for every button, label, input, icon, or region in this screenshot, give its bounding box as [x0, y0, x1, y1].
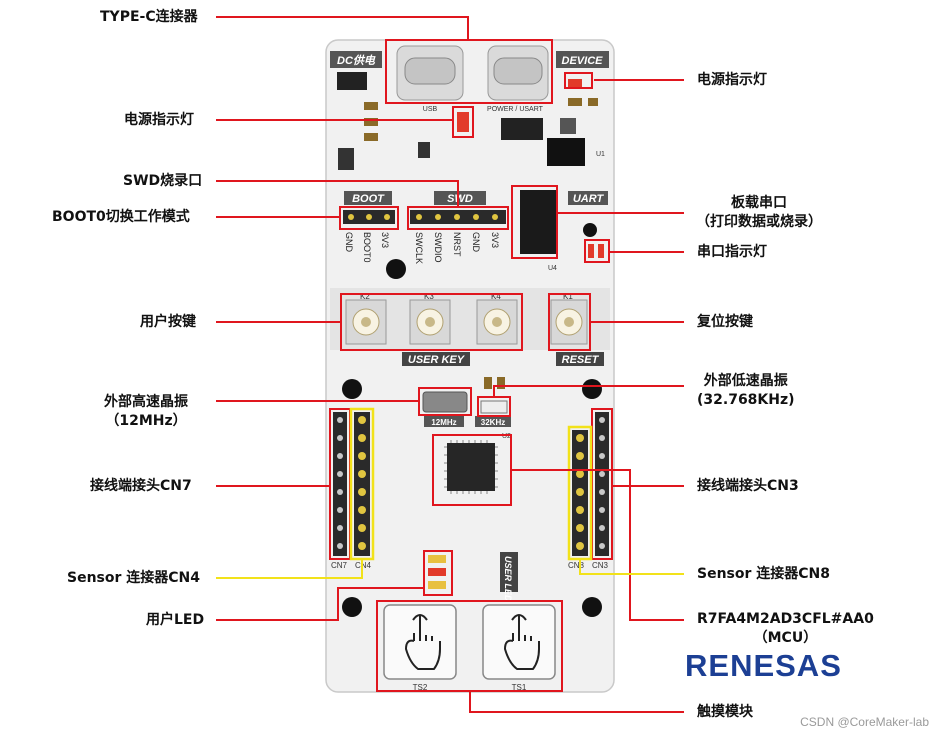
watermark: CSDN @CoreMaker-lab	[800, 715, 929, 729]
callout-uart-led: 串口指示灯	[697, 244, 767, 260]
cn3-label: CN3	[592, 561, 609, 570]
device-tab	[556, 51, 609, 68]
callout-mcu: R7FA4M2AD3CFL#AA0 （MCU）	[697, 610, 874, 648]
boot-pin-3v3: 3V3	[380, 232, 390, 248]
uart-box	[511, 185, 558, 259]
boot-tab	[344, 191, 392, 205]
dc-power-tab	[330, 51, 382, 68]
cn8-label: CN8	[568, 561, 585, 570]
callout-boot0: BOOT0切换工作模式	[52, 209, 190, 225]
boot-pin-gnd: GND	[344, 232, 354, 253]
callout-uart-line1: 板载串口	[731, 195, 787, 211]
callout-uart: 板载串口 （打印数据或烧录）	[696, 194, 822, 232]
power-usart-port-label: POWER / USART	[487, 106, 544, 113]
cn7-header	[333, 412, 347, 556]
swd-pin-nrst: NRST	[452, 232, 462, 257]
callout-cn4: Sensor 连接器CN4	[67, 570, 201, 586]
swd-section-label: SWD	[447, 193, 473, 205]
ts2-label: TS2	[413, 683, 428, 692]
user-key-label: USER KEY	[408, 354, 466, 366]
callout-uart-line2: （打印数据或烧录）	[696, 213, 822, 230]
swd-pin-gnd: GND	[471, 232, 481, 253]
touch-hand-icon	[405, 614, 441, 670]
boot-section-label: BOOT	[352, 193, 385, 205]
user-led-label: USER LED	[503, 556, 513, 602]
u2-label: U2	[502, 433, 511, 440]
callout-hs-crystal-line1: 外部高速晶振	[104, 394, 188, 410]
cn4-header	[354, 412, 370, 556]
touch-hand-icon-2	[504, 614, 540, 670]
usb-port-label: USB	[423, 106, 438, 113]
callout-user-key: 用户按键	[140, 314, 196, 330]
callout-ls-crystal-line2: (32.768KHz)	[697, 391, 795, 408]
user-led-box	[423, 550, 453, 596]
swd-pin-swclk: SWCLK	[414, 232, 424, 264]
callout-hs-crystal: 外部高速晶振 （12MHz）	[104, 393, 188, 431]
callout-power-led-left: 电源指示灯	[124, 112, 194, 128]
uart-section-label: UART	[573, 193, 605, 205]
key-k3-label: K3	[424, 292, 434, 301]
callout-ls-crystal: 外部低速晶振 (32.768KHz)	[697, 372, 795, 410]
u1-label: U1	[596, 151, 605, 158]
key-k1-label: K1	[563, 292, 573, 301]
ls-crystal-label: 32KHz	[481, 418, 505, 427]
callout-mcu-line1: R7FA4M2AD3CFL#AA0	[697, 611, 874, 627]
u4-label: U4	[548, 265, 557, 272]
ls-crystal	[480, 400, 508, 414]
swd-pin-swdio: SWDIO	[433, 232, 443, 263]
cn4-label: CN4	[355, 561, 372, 570]
callout-touch: 触摸模块	[697, 704, 753, 720]
hs-crystal-label-text: 12MHz	[431, 418, 456, 427]
hs-crystal	[422, 391, 468, 413]
key-k3	[409, 299, 451, 345]
key-k1	[550, 299, 588, 345]
callout-ls-crystal-line1: 外部低速晶振	[703, 373, 788, 389]
dc-power-label: DC供电	[337, 54, 376, 67]
callout-reset-key: 复位按键	[697, 314, 753, 330]
callout-type-c: TYPE-C连接器	[100, 9, 198, 25]
callout-cn3: 接线端接头CN3	[697, 478, 799, 494]
callout-cn7: 接线端接头CN7	[90, 478, 192, 494]
callout-cn8: Sensor 连接器CN8	[697, 566, 831, 582]
cn3-header	[595, 412, 609, 556]
callout-user-led: 用户LED	[146, 612, 205, 628]
cn7-label: CN7	[331, 561, 348, 570]
callout-swd: SWD烧录口	[123, 173, 203, 189]
key-k4	[476, 299, 518, 345]
uart-chip	[520, 190, 556, 254]
ts1-label: TS1	[512, 683, 527, 692]
boot-pin-boot0: BOOT0	[362, 232, 372, 263]
callout-hs-crystal-line2: （12MHz）	[105, 412, 187, 429]
reset-label: RESET	[562, 354, 600, 366]
key-k4-label: K4	[491, 292, 501, 301]
power-led-left-box	[452, 106, 474, 138]
renesas-logo: RENESAS	[685, 648, 842, 683]
power-led-right-box	[564, 72, 593, 89]
key-k2	[345, 299, 387, 345]
swd-pin-3v3: 3V3	[490, 232, 500, 248]
key-k2-label: K2	[360, 292, 370, 301]
callout-mcu-line2: （MCU）	[753, 629, 818, 646]
device-label: DEVICE	[562, 55, 604, 67]
mcu-chip	[447, 443, 495, 491]
callout-power-led-right: 电源指示灯	[697, 72, 767, 88]
